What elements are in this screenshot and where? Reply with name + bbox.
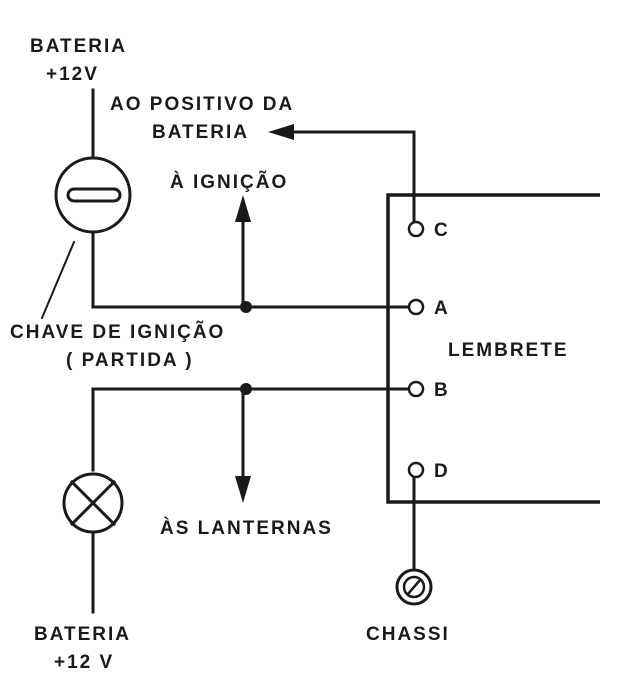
battery-bottom-label-line1: BATERIA	[34, 624, 131, 645]
terminal-a	[407, 298, 425, 316]
ignition-switch-label-line2: ( PARTIDA )	[66, 350, 194, 371]
terminal-c	[407, 220, 425, 238]
battery-positive-label-line2: BATERIA	[152, 122, 249, 143]
terminal-d	[407, 461, 425, 479]
module-label: LEMBRETE	[448, 340, 569, 361]
wire-terminal-c-to-battery-positive	[288, 130, 416, 224]
chassis-ground-slot	[406, 578, 422, 596]
battery-positive-arrow-icon	[268, 124, 294, 140]
wire-switch-to-terminal-a	[91, 230, 410, 309]
chassis-ground-inner	[402, 575, 426, 599]
switch-label-leader	[40, 240, 76, 320]
ignition-switch-key-slot	[66, 187, 122, 203]
chassis-label: CHASSI	[366, 624, 450, 645]
terminal-b	[407, 380, 425, 398]
junction-ignition	[240, 301, 252, 313]
wire-lamp-to-terminal-b	[91, 387, 410, 472]
battery-top-label-line2: +12V	[46, 64, 99, 85]
terminal-d-label: D	[434, 461, 450, 482]
lights-arrow-icon	[235, 476, 251, 503]
terminal-b-label: B	[434, 380, 450, 401]
battery-top-label-line1: BATERIA	[30, 36, 127, 57]
ignition-label: À IGNIÇÃO	[170, 171, 288, 193]
chassis-ground-icon	[395, 568, 433, 606]
terminal-a-label: A	[434, 298, 450, 319]
lamp-cross-2	[69, 479, 117, 527]
lights-label: ÀS LANTERNAS	[160, 517, 333, 539]
battery-bottom-label-line2: +12 V	[54, 652, 114, 673]
terminal-c-label: C	[434, 220, 450, 241]
module-box	[386, 193, 600, 504]
ignition-switch-label-line1: CHAVE DE IGNIÇÃO	[10, 321, 225, 343]
ignition-arrow-icon	[235, 195, 251, 222]
battery-positive-label-line1: AO POSITIVO DA	[110, 94, 294, 115]
